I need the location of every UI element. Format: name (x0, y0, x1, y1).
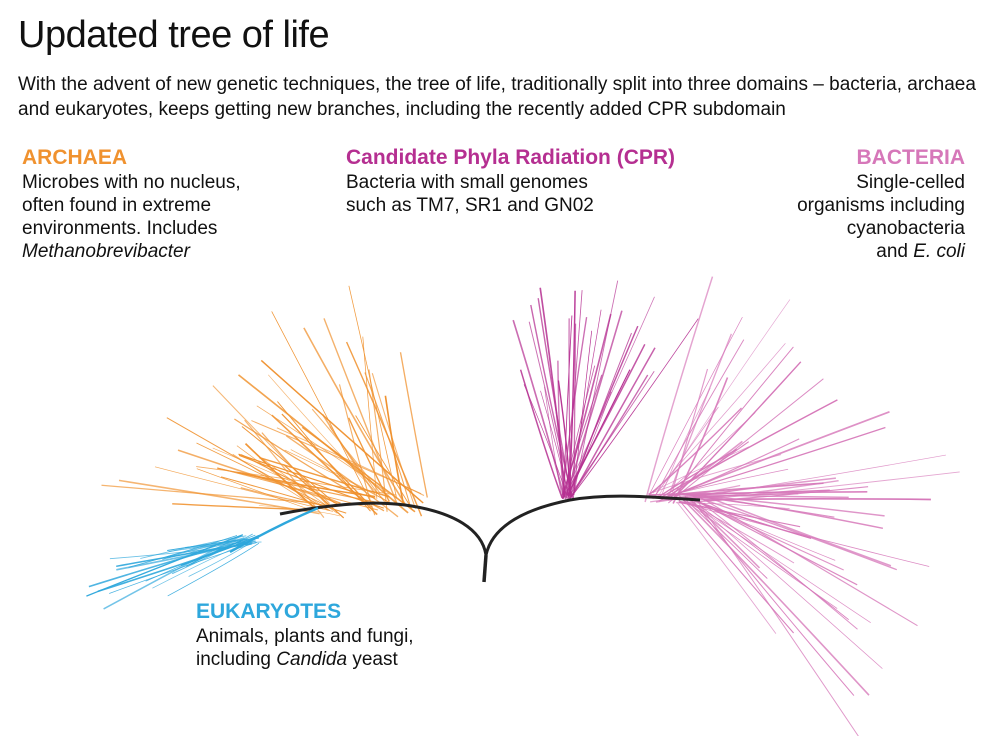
bacteria-line-2: organisms including (797, 195, 965, 216)
cpr-branch (541, 391, 570, 499)
archaea-heading: ARCHAEA (22, 146, 322, 169)
tree-root-trunk (484, 555, 486, 582)
bacteria-branch (692, 504, 871, 623)
archaea-example: Methanobrevibacter (22, 241, 190, 262)
archaea-line-3: environments. Includes (22, 218, 217, 239)
eukaryotes-label: EUKARYOTES Animals, plants and fungi, in… (196, 600, 496, 671)
eukaryotes-line-2-suffix: yeast (347, 649, 398, 670)
eukaryotes-example: Candida (276, 649, 347, 670)
eukaryotes-branch (86, 535, 243, 596)
archaea-branches (102, 286, 428, 518)
eukaryotes-line-1: Animals, plants and fungi, (196, 626, 414, 647)
cpr-label: Candidate Phyla Radiation (CPR) Bacteria… (346, 146, 746, 217)
bacteria-line-4-prefix: and (876, 241, 913, 262)
cpr-line-2: such as TM7, SR1 and GN02 (346, 195, 594, 216)
cpr-branch (538, 298, 571, 498)
bacteria-label: BACTERIA Single-celled organisms includi… (705, 146, 965, 263)
archaea-line-2: often found in extreme (22, 195, 211, 216)
bacteria-heading: BACTERIA (705, 146, 965, 169)
archaea-line-1: Microbes with no nucleus, (22, 172, 241, 193)
bacteria-example: E. coli (913, 241, 965, 262)
cpr-description: Bacteria with small genomes such as TM7,… (346, 171, 746, 217)
cpr-branch (570, 319, 699, 500)
cpr-heading: Candidate Phyla Radiation (CPR) (346, 146, 746, 169)
eukaryotes-line-2-prefix: including (196, 649, 276, 670)
eukaryotes-branch (104, 536, 242, 609)
archaea-branch (172, 504, 314, 510)
eukaryotes-trunk-arc (230, 508, 318, 552)
bacteria-branch (671, 347, 793, 497)
bacteria-branch (658, 300, 790, 497)
archaea-label: ARCHAEA Microbes with no nucleus, often … (22, 146, 322, 263)
right-trunk-arc (486, 496, 700, 555)
cpr-branches (513, 281, 698, 500)
bacteria-branches (645, 277, 960, 736)
eukaryotes-heading: EUKARYOTES (196, 600, 496, 623)
bacteria-line-3: cyanobacteria (847, 218, 965, 239)
cpr-line-1: Bacteria with small genomes (346, 172, 588, 193)
bacteria-line-1: Single-celled (856, 172, 965, 193)
archaea-description: Microbes with no nucleus, often found in… (22, 171, 322, 263)
archaea-branch (102, 485, 311, 502)
bacteria-description: Single-celled organisms including cyanob… (705, 171, 965, 263)
eukaryotes-branches (86, 534, 261, 609)
archaea-branch (304, 328, 405, 504)
eukaryotes-description: Animals, plants and fungi, including Can… (196, 625, 496, 671)
